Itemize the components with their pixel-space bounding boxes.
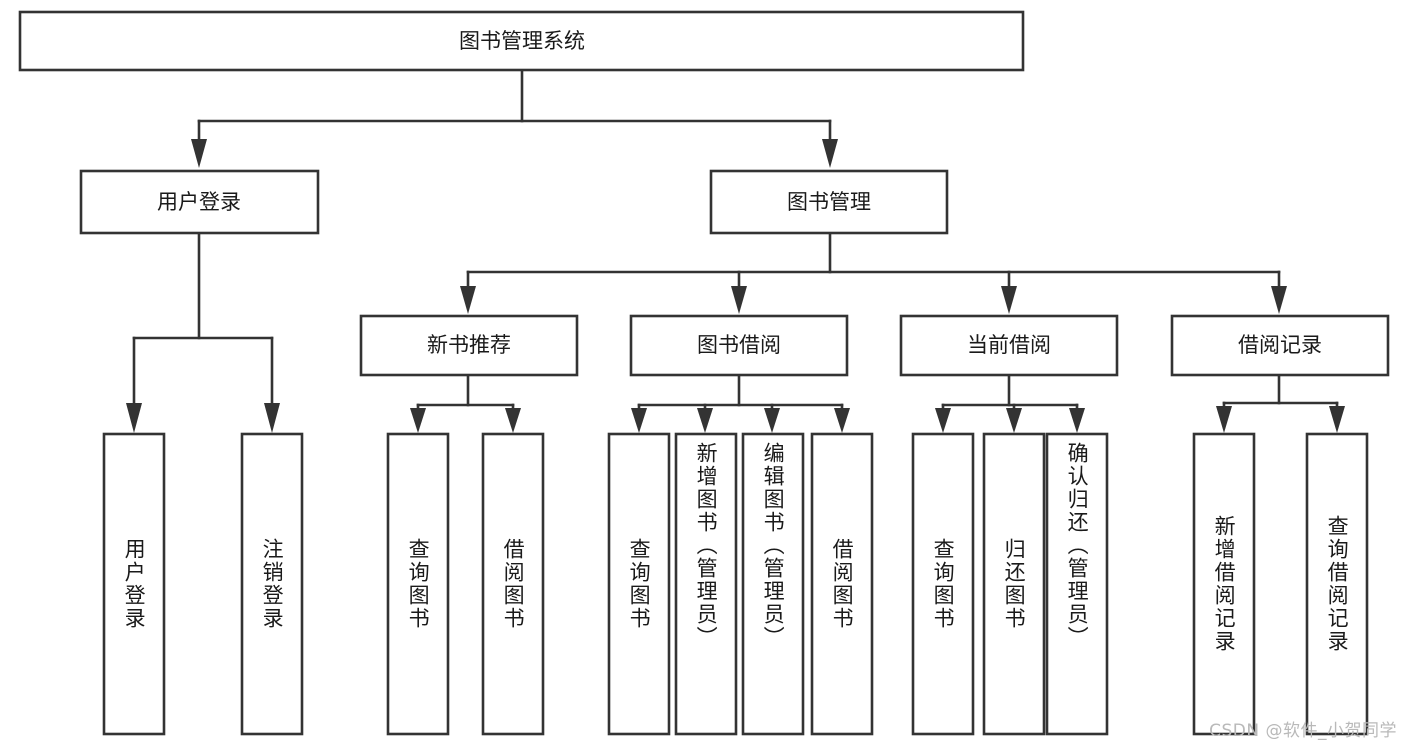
node-root[interactable]: 图书管理系统 [18,10,1025,72]
book-manage-label: 图书管理 [787,190,871,214]
leaf-borrow-book-1-box[interactable] [481,432,545,736]
leaf-edit-book-box[interactable] [741,432,805,736]
leaf-query-record-box[interactable] [1305,432,1369,736]
leaf-user-login-box[interactable] [102,432,166,736]
edges-current-borrow-to-leaves [935,373,1085,433]
node-current-borrow[interactable]: 当前借阅 [899,314,1119,377]
arrow-leaf-borrow-book-1-icon [505,408,521,433]
book-manage-box[interactable] [709,169,949,235]
borrow-record-label: 借阅记录 [1238,333,1322,357]
leaf-borrow-book-2-box[interactable] [810,432,874,736]
arrow-leaf-edit-book-icon [764,408,780,433]
book-borrow-label: 图书借阅 [697,333,781,357]
edges-user-login-to-leaves [126,231,280,433]
current-borrow-label: 当前借阅 [967,333,1051,357]
arrow-leaf-query-book-1-icon [410,408,426,433]
leaf-user-logout-box[interactable] [240,432,304,736]
arrow-leaf-user-login-icon [126,403,142,433]
book-borrow-box[interactable] [629,314,849,377]
node-book-borrow[interactable]: 图书借阅 [629,314,849,377]
node-borrow-record[interactable]: 借阅记录 [1170,314,1390,377]
user-login-box[interactable] [79,169,320,235]
arrow-to-current-borrow-icon [1001,286,1017,314]
node-book-manage[interactable]: 图书管理 [709,169,949,235]
arrow-leaf-user-logout-icon [264,403,280,433]
edges-root-to-level1 [191,68,838,168]
arrow-leaf-add-book-icon [697,408,713,433]
user-login-label: 用户登录 [157,190,241,214]
leaf-add-book-box[interactable] [674,432,738,736]
arrow-to-book-borrow-icon [731,286,747,314]
arrow-to-user-login-icon [191,139,207,168]
leaf-query-book-3-box[interactable] [911,432,975,736]
root-label: 图书管理系统 [459,29,585,53]
leaf-boxes [102,432,1369,736]
arrow-to-new-book-rec-icon [460,286,476,314]
leaf-query-book-2-box[interactable] [607,432,671,736]
node-new-book-rec[interactable]: 新书推荐 [359,314,579,377]
arrow-leaf-add-record-icon [1216,406,1232,433]
leaf-return-book-box[interactable] [982,432,1046,736]
edges-new-book-rec-to-leaves [410,373,521,433]
new-book-rec-label: 新书推荐 [427,333,511,357]
arrow-leaf-confirm-return-icon [1069,408,1085,433]
leaf-query-book-1-box[interactable] [386,432,450,736]
arrow-leaf-query-book-2-icon [631,408,647,433]
arrow-leaf-borrow-book-2-icon [834,408,850,433]
arrow-leaf-query-record-icon [1329,406,1345,433]
arrow-to-borrow-record-icon [1271,286,1287,314]
arrow-leaf-query-book-3-icon [935,408,951,433]
edges-book-manage-to-level2 [460,231,1287,314]
edges-borrow-record-to-leaves [1216,373,1345,433]
leaf-add-record-box[interactable] [1192,432,1256,736]
arrow-leaf-return-book-icon [1006,408,1022,433]
current-borrow-box[interactable] [899,314,1119,377]
edges-book-borrow-to-leaves [631,373,850,433]
leaf-confirm-return-box[interactable] [1045,432,1109,736]
new-book-rec-box[interactable] [359,314,579,377]
arrow-to-book-manage-icon [822,139,838,168]
borrow-record-box[interactable] [1170,314,1390,377]
watermark-text: CSDN @软件_小贺同学 [1209,721,1397,741]
node-user-login[interactable]: 用户登录 [79,169,320,235]
root-box[interactable] [18,10,1025,72]
